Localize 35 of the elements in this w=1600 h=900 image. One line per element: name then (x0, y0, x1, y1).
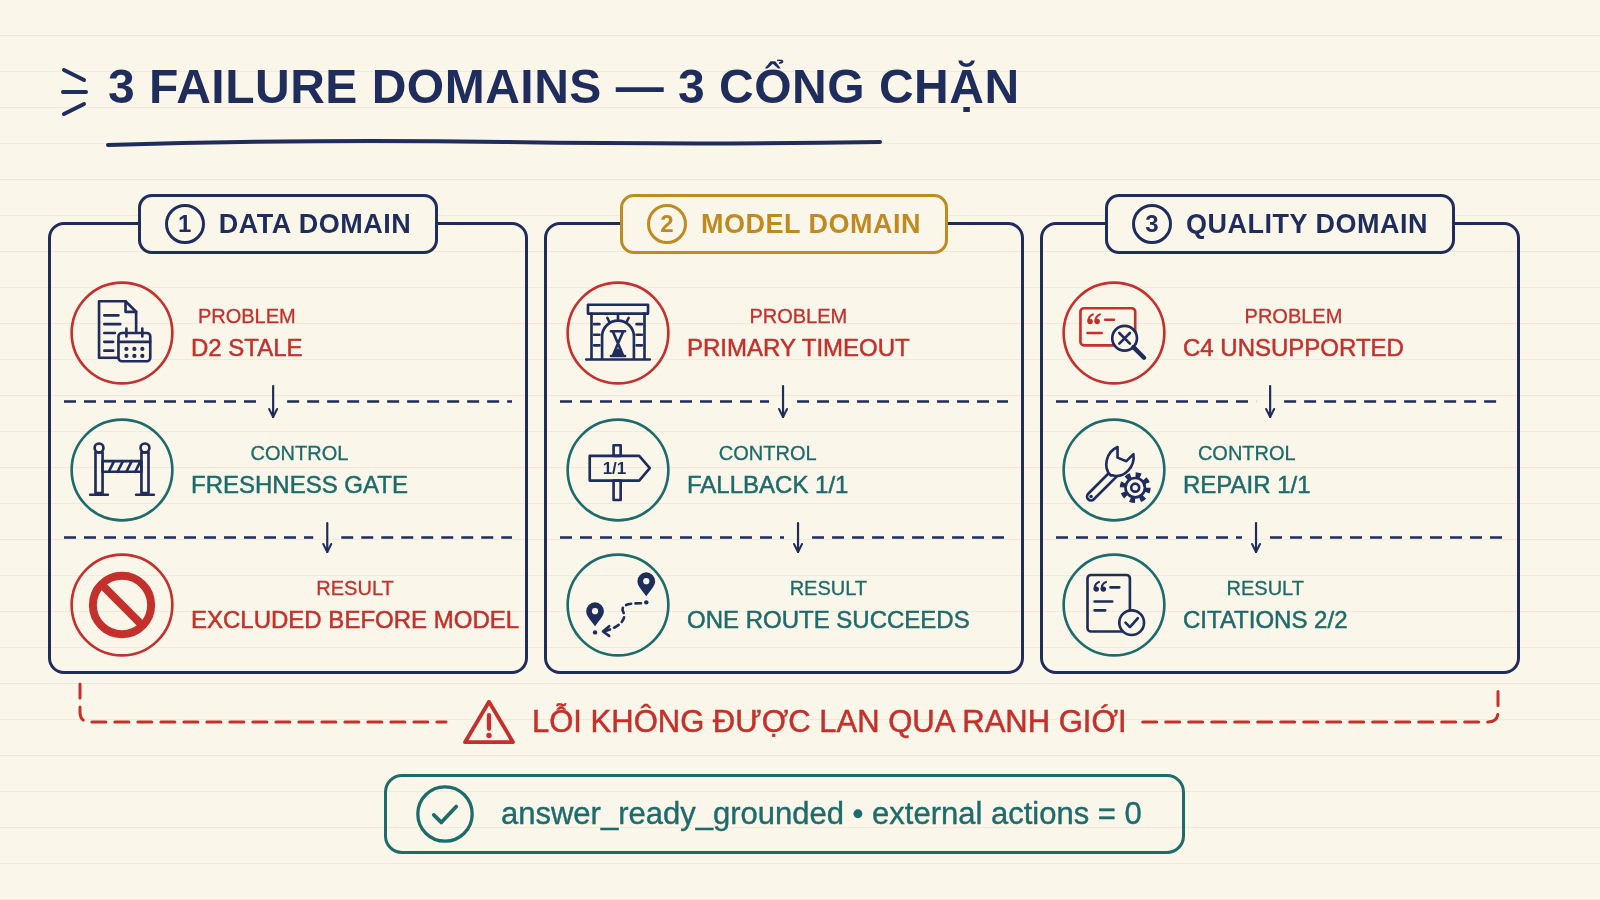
arrow (793, 521, 804, 554)
step-title: CITATIONS 2/2 (1183, 605, 1348, 634)
arrow (1251, 521, 1261, 554)
category-label: PROBLEM (749, 304, 848, 328)
step-title: EXCLUDED BEFORE MODEL (191, 605, 520, 634)
panel-heading: MODEL DOMAIN (701, 208, 921, 240)
step-number: 2 (647, 204, 687, 244)
arrow (268, 384, 279, 419)
category-label: PROBLEM (1244, 304, 1343, 328)
boundary-note: LỖI KHÔNG ĐƯỢC LAN QUA RANH GIỚI (532, 702, 1127, 741)
category-label: RESULT (316, 576, 394, 600)
panel-heading: DATA DOMAIN (218, 208, 412, 240)
category-label: CONTROL (250, 441, 349, 465)
step-title: ONE ROUTE SUCCEEDS (687, 605, 970, 634)
arrow (778, 384, 789, 419)
panel-heading: QUALITY DOMAIN (1186, 208, 1428, 240)
step-title: REPAIR 1/1 (1183, 470, 1311, 499)
arrow (1265, 384, 1276, 419)
step-title: C4 UNSUPPORTED (1183, 333, 1404, 362)
sign-text: 1/1 (602, 459, 627, 477)
category-label: PROBLEM (197, 304, 296, 328)
step-number: 3 (1132, 204, 1172, 244)
arrow (322, 521, 333, 554)
summary-card (384, 774, 1185, 854)
summary-text: answer_ready_grounded • external actions = 0 (501, 796, 1142, 832)
category-label: RESULT (789, 576, 868, 600)
step-number: 1 (164, 204, 205, 244)
step-title: FALLBACK 1/1 (687, 470, 849, 499)
page-title: 3 FAILURE DOMAINS — 3 CỔNG CHẶN (108, 58, 1020, 115)
step-title: FRESHNESS GATE (191, 470, 408, 499)
category-label: RESULT (1226, 576, 1304, 600)
category-label: CONTROL (718, 441, 817, 465)
step-title: D2 STALE (191, 333, 303, 362)
step-title: PRIMARY TIMEOUT (687, 333, 910, 362)
category-label: CONTROL (1197, 441, 1296, 465)
